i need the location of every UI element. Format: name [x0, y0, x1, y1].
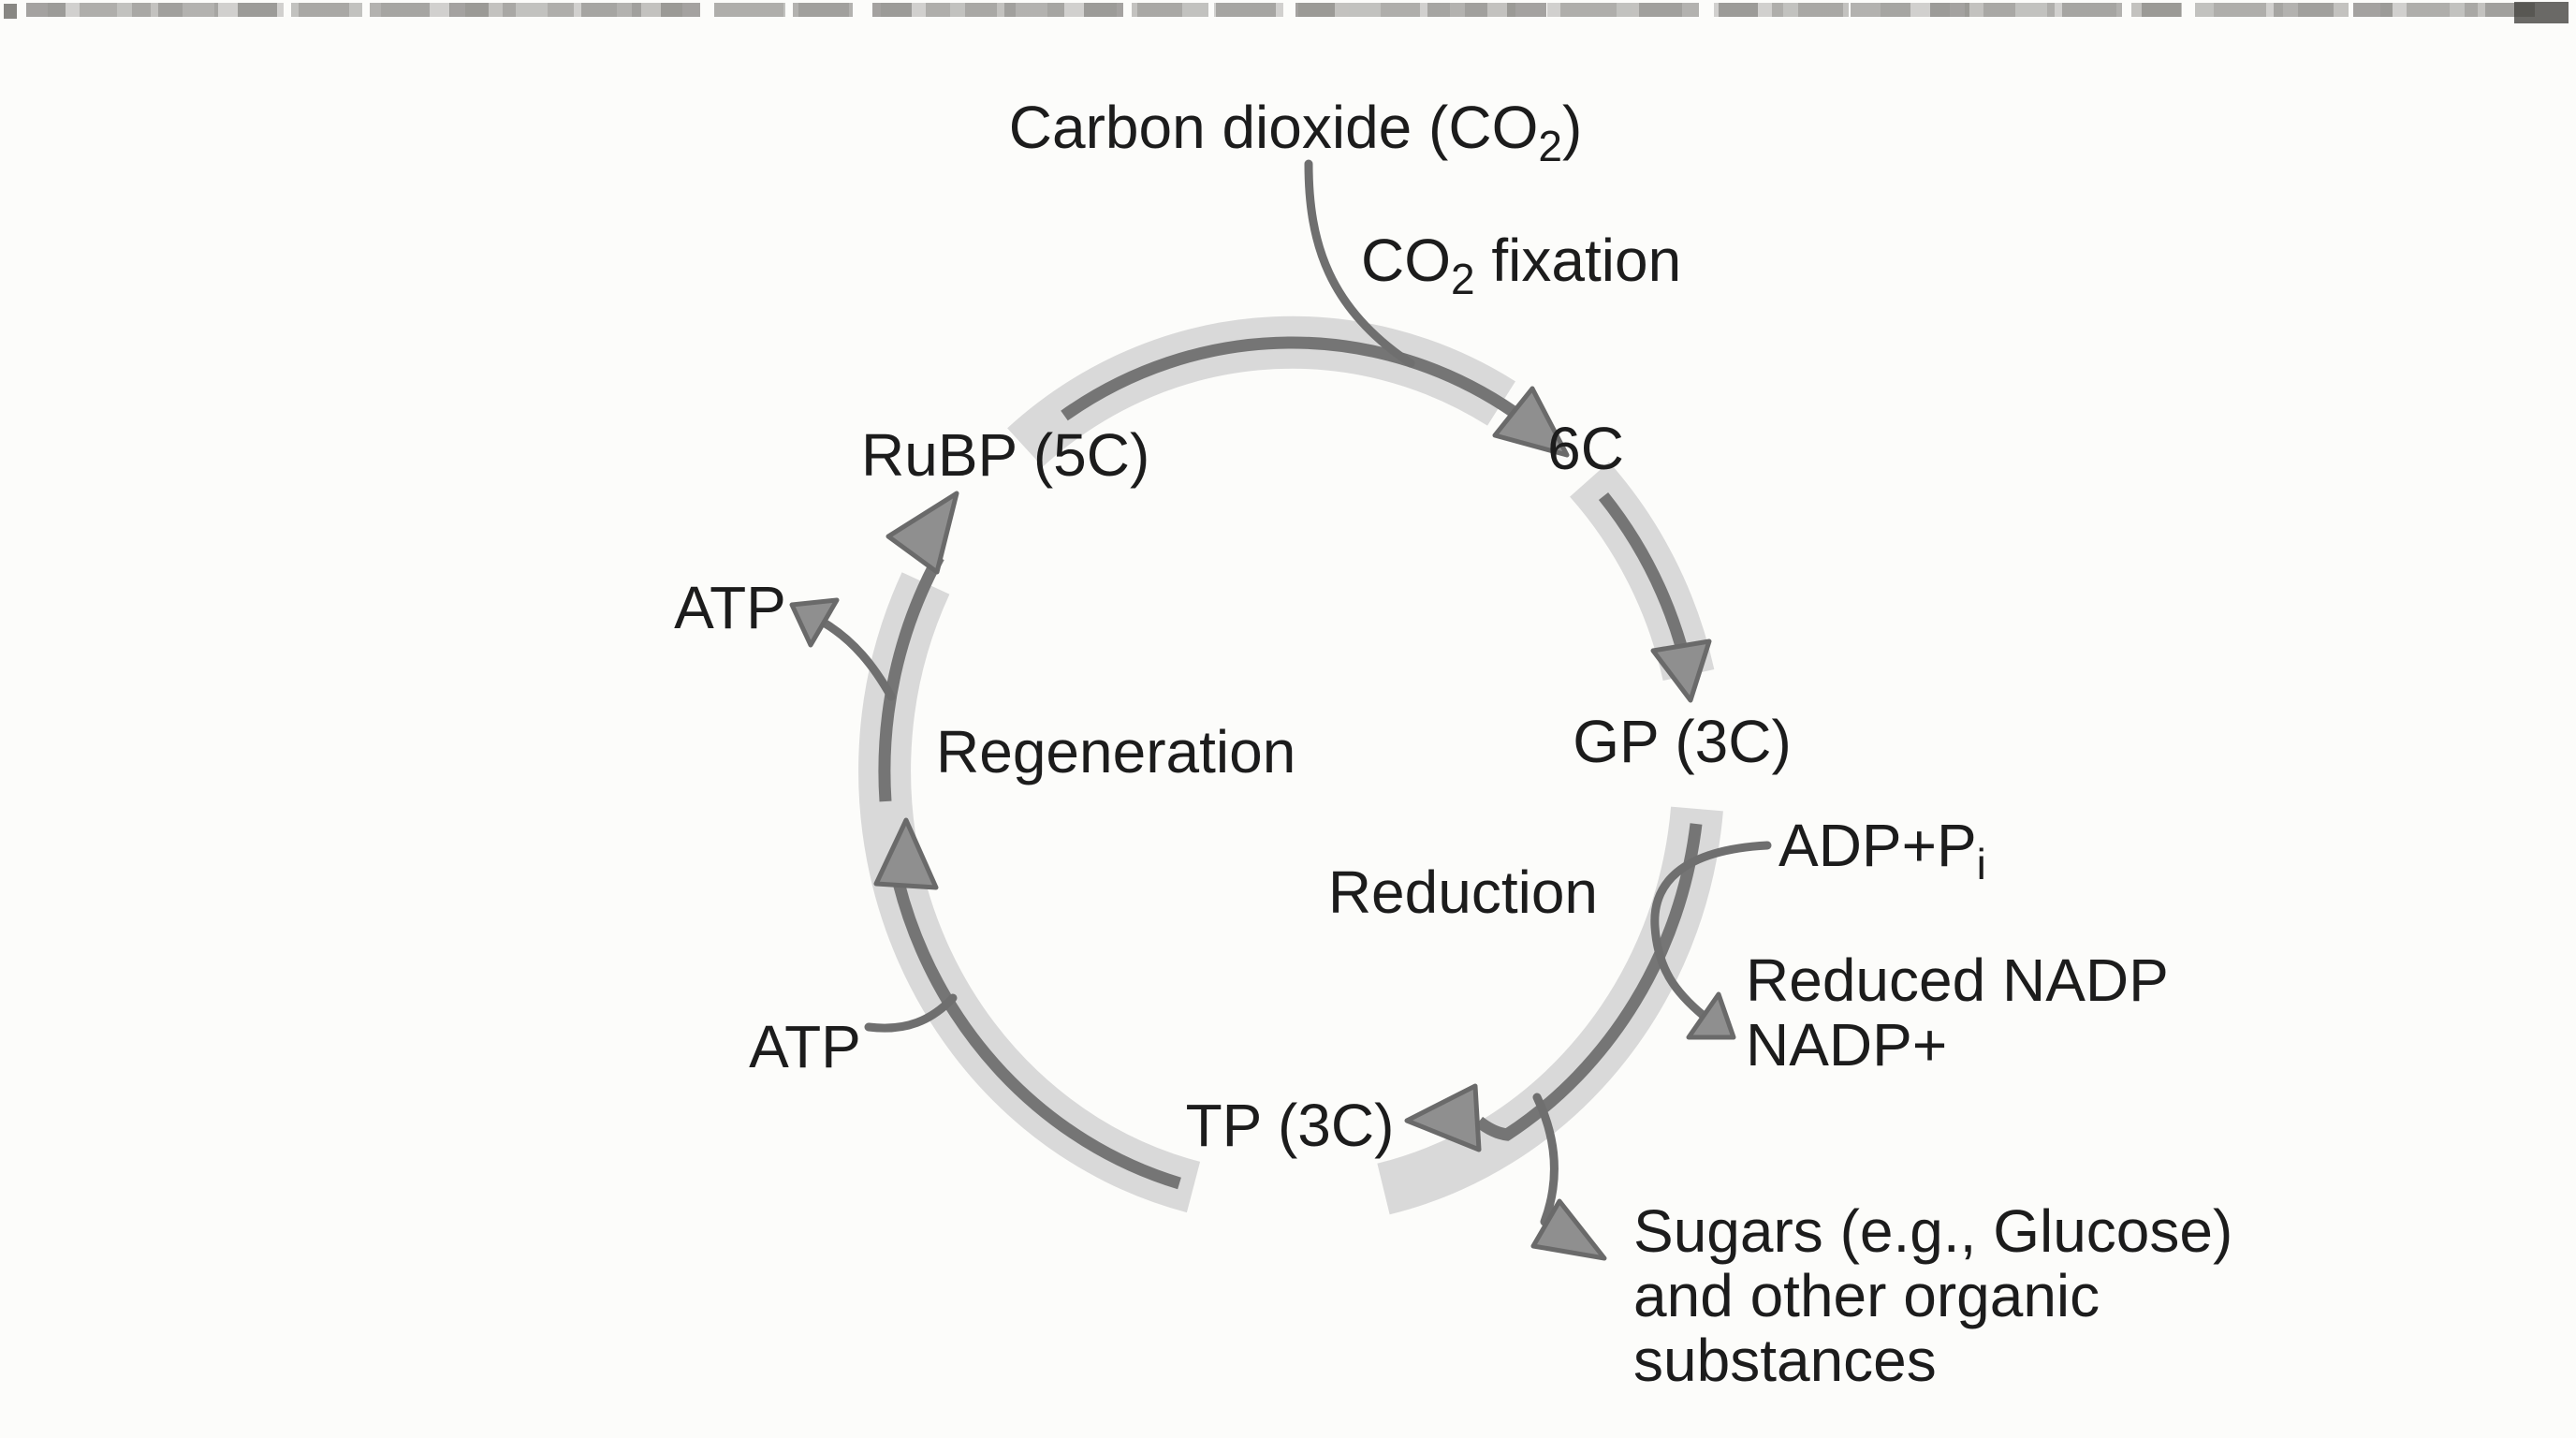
co2-input-curve	[1304, 159, 1415, 368]
arrowhead-6c	[1492, 386, 1570, 458]
atp-input-curve	[864, 993, 958, 1033]
arrowhead-rubp	[886, 491, 959, 575]
atp-output-curve	[819, 618, 896, 701]
scan-artifact-mark-right	[2514, 2, 2569, 23]
cycle-arrow-gp-to-tp	[1474, 823, 1703, 1141]
label-carbon-dioxide: Carbon dioxide (CO2)	[1009, 94, 1583, 170]
label-tp: TP (3C)	[1186, 1092, 1395, 1159]
label-gp: GP (3C)	[1573, 708, 1792, 775]
arrowhead-atp-upper	[789, 597, 840, 648]
label-atp-lower: ATP	[749, 1013, 861, 1080]
label-adp-pi: ADP+Pi	[1778, 812, 1986, 888]
cycle-arrow-tp-to-left	[892, 881, 1181, 1190]
cycle-arrow-rubp-to-6c	[1061, 336, 1517, 421]
label-nadp-plus: NADP+	[1746, 1011, 1947, 1078]
arrowhead-left-mid	[873, 817, 939, 890]
arrowhead-sugars	[1530, 1198, 1607, 1261]
arrowhead-nadp	[1686, 991, 1736, 1040]
adp-nadp-curve	[1650, 841, 1772, 1020]
label-atp-upper: ATP	[674, 574, 786, 641]
scan-artifact-strip	[26, 3, 2535, 17]
label-co2-fixation: CO2 fixation	[1361, 227, 1681, 303]
arrowhead-tp	[1404, 1083, 1482, 1152]
scan-artifact-mark-left	[4, 4, 17, 19]
label-regeneration: Regeneration	[936, 718, 1295, 785]
cycle-arrow-left-to-rubp	[878, 553, 944, 802]
label-sugars-line3: substances	[1633, 1327, 1937, 1394]
label-rubp: RuBP (5C)	[861, 421, 1149, 489]
label-6c: 6C	[1547, 415, 1624, 482]
label-reduction: Reduction	[1328, 858, 1598, 926]
label-reduced-nadp: Reduced NADP	[1746, 946, 2169, 1014]
cycle-arrow-6c-to-gp	[1598, 492, 1688, 648]
label-sugars-line2: and other organic	[1633, 1262, 2100, 1329]
sugars-output-curve	[1532, 1093, 1559, 1226]
label-sugars-line1: Sugars (e.g., Glucose)	[1633, 1197, 2232, 1265]
arrowhead-gp	[1650, 638, 1712, 703]
